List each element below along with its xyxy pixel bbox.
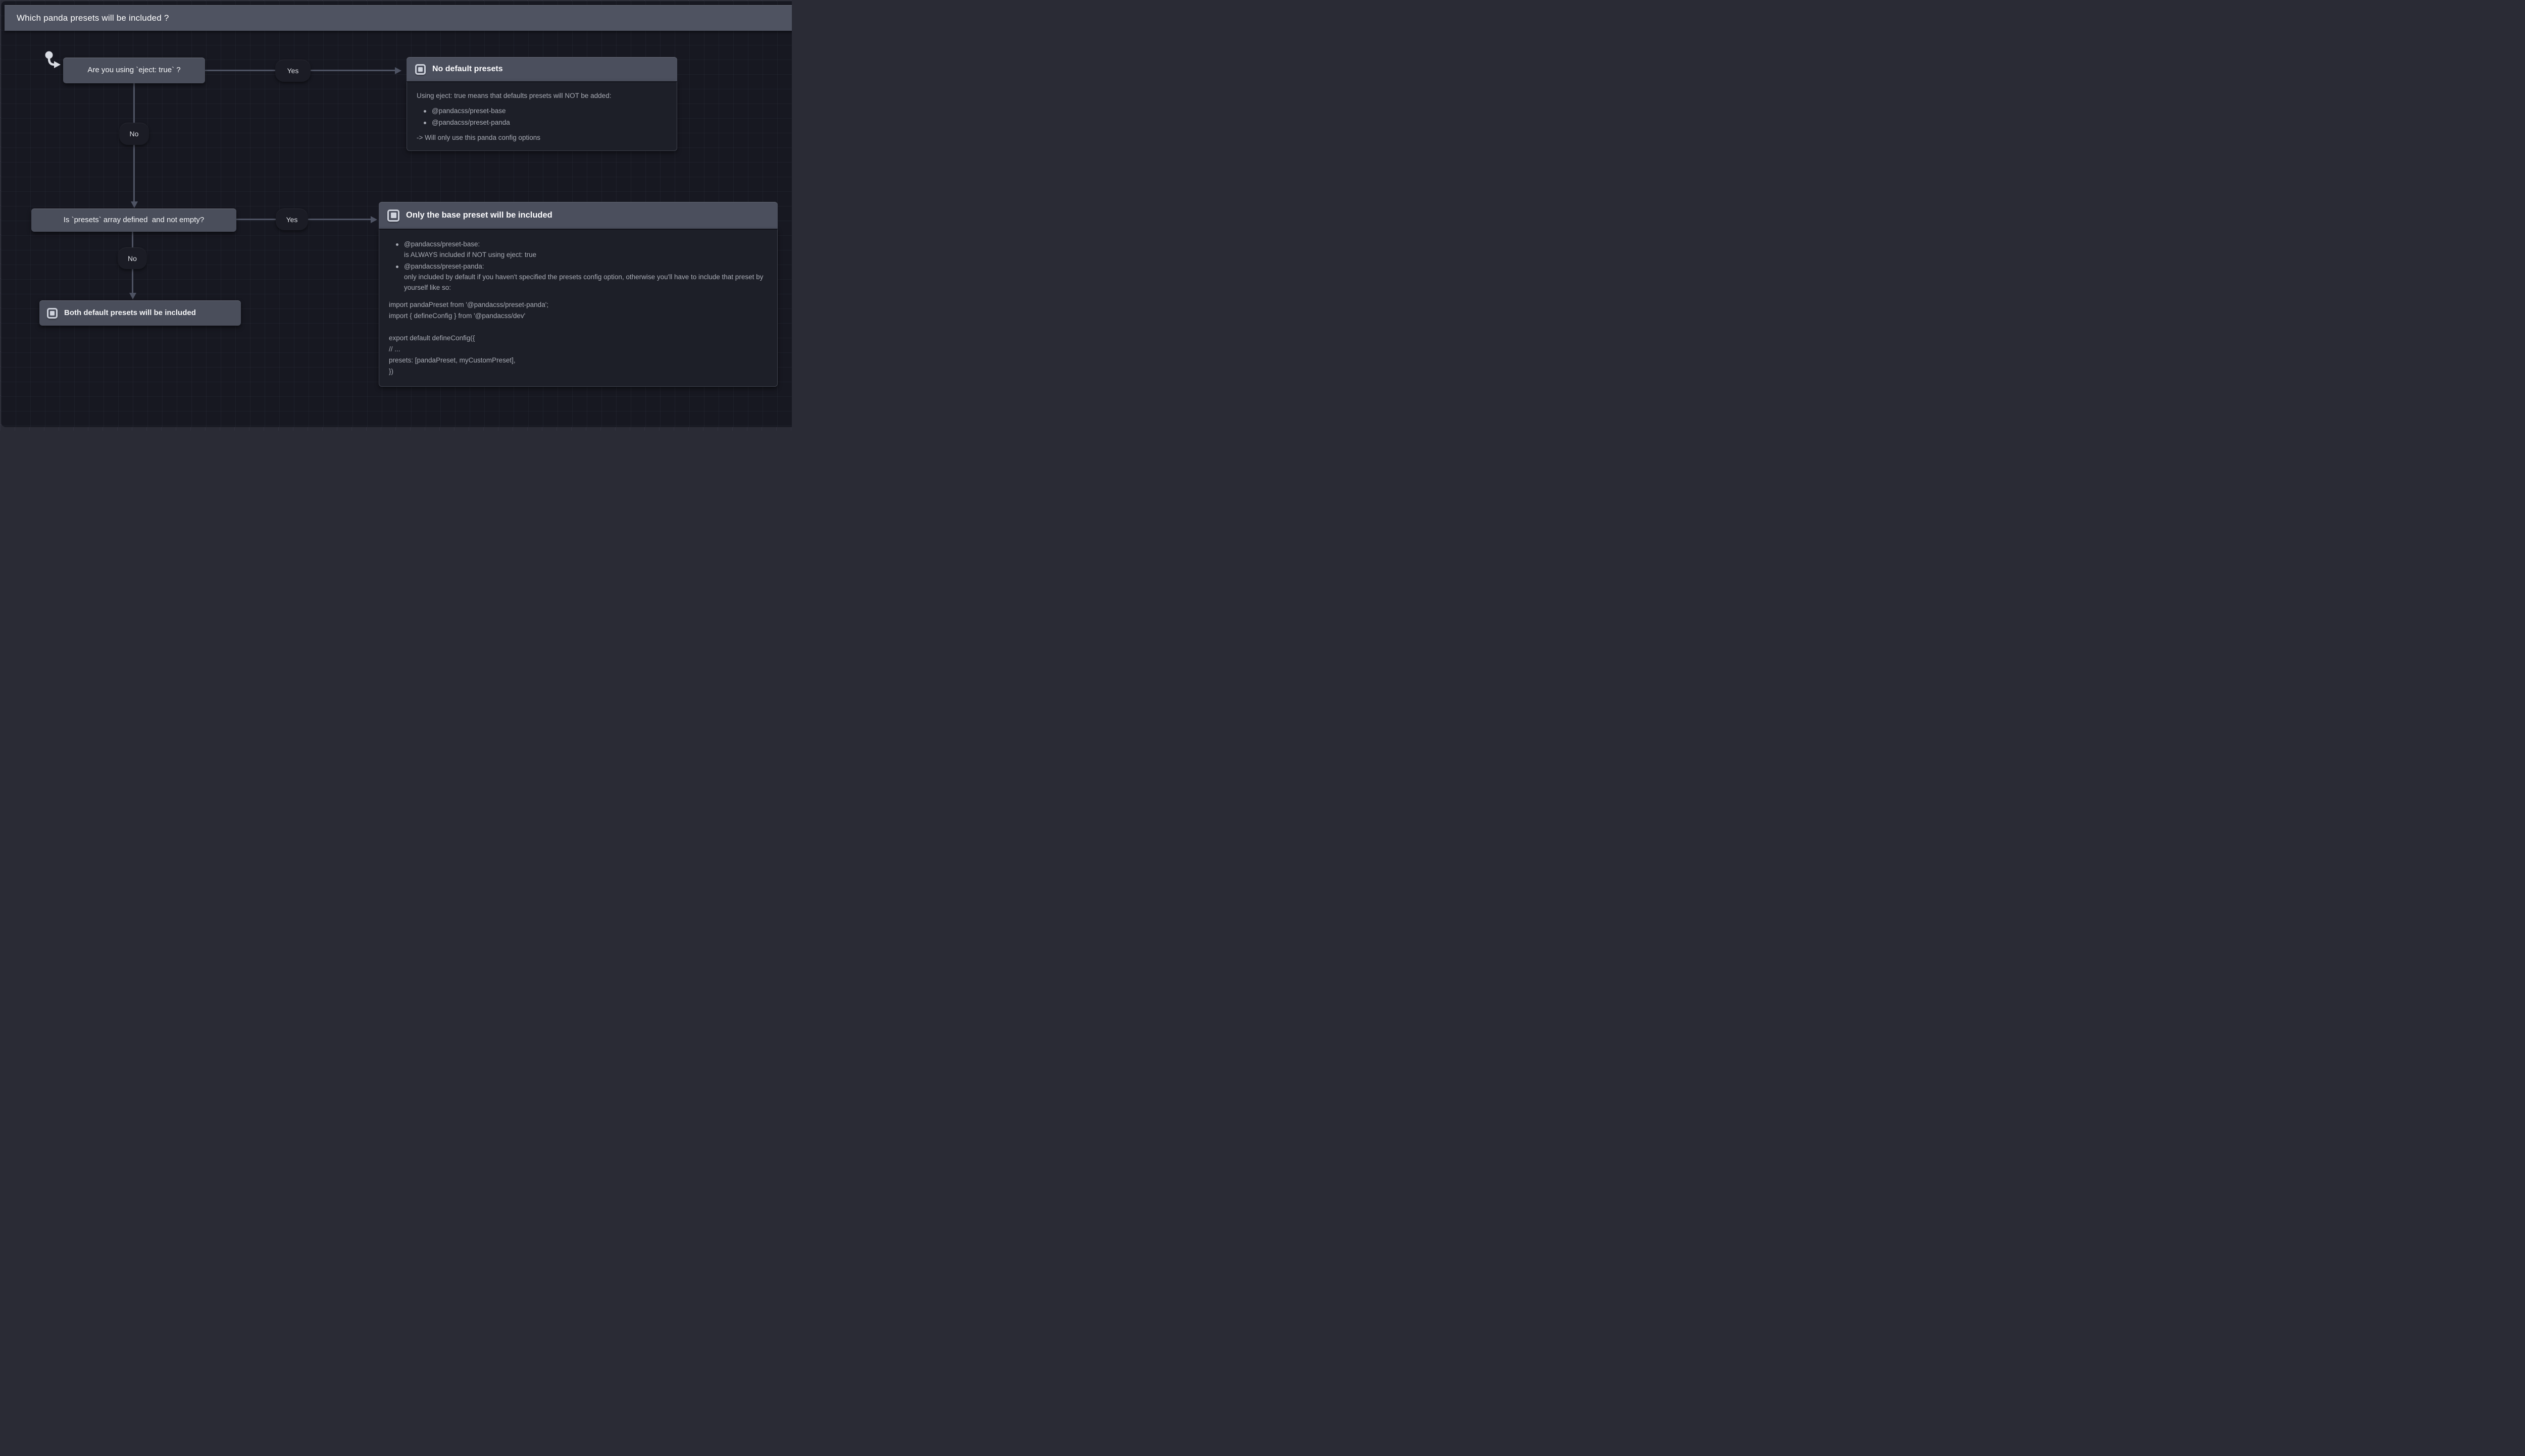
decision-node-eject-label: Are you using `eject: true` ? <box>87 66 181 75</box>
code-snippet: import pandaPreset from '@pandacss/prese… <box>389 299 768 377</box>
edge-no-1-arrowhead <box>130 201 138 208</box>
card-no-default-presets-body: Using eject: true means that defaults pr… <box>407 81 677 151</box>
terminal-node-both-defaults[interactable]: Both default presets will be included <box>39 300 241 326</box>
list-item: @pandacss/preset-base: is ALWAYS include… <box>396 239 768 261</box>
frame-icon <box>415 64 426 75</box>
card-only-base-preset-body: @pandacss/preset-base: is ALWAYS include… <box>379 229 778 387</box>
code-line: export default defineConfig({ <box>389 334 475 342</box>
edge-label-no-1[interactable]: No <box>119 123 149 145</box>
list-item: @pandacss/preset-panda <box>424 118 667 128</box>
list-item: @pandacss/preset-base <box>424 106 667 117</box>
code-line: import pandaPreset from '@pandacss/prese… <box>389 300 549 308</box>
no-default-outro: -> Will only use this panda config optio… <box>417 133 541 141</box>
frame-icon <box>47 307 58 319</box>
card-no-default-presets-title: No default presets <box>432 65 503 73</box>
card-only-base-preset-header[interactable]: Only the base preset will be included <box>379 202 778 229</box>
list-item: @pandacss/preset-panda: only included by… <box>396 262 768 293</box>
edge-label-yes-1[interactable]: Yes <box>275 60 311 82</box>
decision-node-presets-array-label: Is `presets` array defined and not empty… <box>63 215 205 224</box>
card-only-base-preset[interactable]: Only the base preset will be included @p… <box>379 202 778 387</box>
card-no-default-presets-header[interactable]: No default presets <box>407 57 677 81</box>
no-default-bullet-list: @pandacss/preset-base @pandacss/preset-p… <box>417 106 667 128</box>
code-line: import { defineConfig } from '@pandacss/… <box>389 311 526 320</box>
code-line: presets: [pandaPreset, myCustomPreset], <box>389 356 516 364</box>
frame-icon <box>387 209 399 222</box>
only-base-bullet-list: @pandacss/preset-base: is ALWAYS include… <box>389 239 768 293</box>
edge-yes-1-arrowhead <box>395 67 401 74</box>
edge-label-yes-2[interactable]: Yes <box>276 209 308 230</box>
code-line: }) <box>389 367 394 375</box>
card-only-base-preset-title: Only the base preset will be included <box>406 211 552 220</box>
whiteboard-stage[interactable]: Which panda presets will be included ? A… <box>0 0 792 431</box>
frame-title: Which panda presets will be included ? <box>17 13 169 23</box>
card-no-default-presets[interactable]: No default presets Using eject: true mea… <box>407 57 677 151</box>
edge-no-2-arrowhead <box>129 293 136 299</box>
edge-yes-2-arrowhead <box>371 216 377 223</box>
terminal-node-both-defaults-label: Both default presets will be included <box>64 308 196 317</box>
start-cursor-icon <box>45 51 61 68</box>
frame-title-bar[interactable]: Which panda presets will be included ? <box>5 5 792 31</box>
no-default-intro: Using eject: true means that defaults pr… <box>417 92 612 99</box>
code-line <box>389 322 768 333</box>
edge-label-no-2[interactable]: No <box>118 247 147 269</box>
decision-node-eject[interactable]: Are you using `eject: true` ? <box>63 58 205 83</box>
decision-node-presets-array[interactable]: Is `presets` array defined and not empty… <box>31 209 236 232</box>
code-line: // ... <box>389 345 400 353</box>
